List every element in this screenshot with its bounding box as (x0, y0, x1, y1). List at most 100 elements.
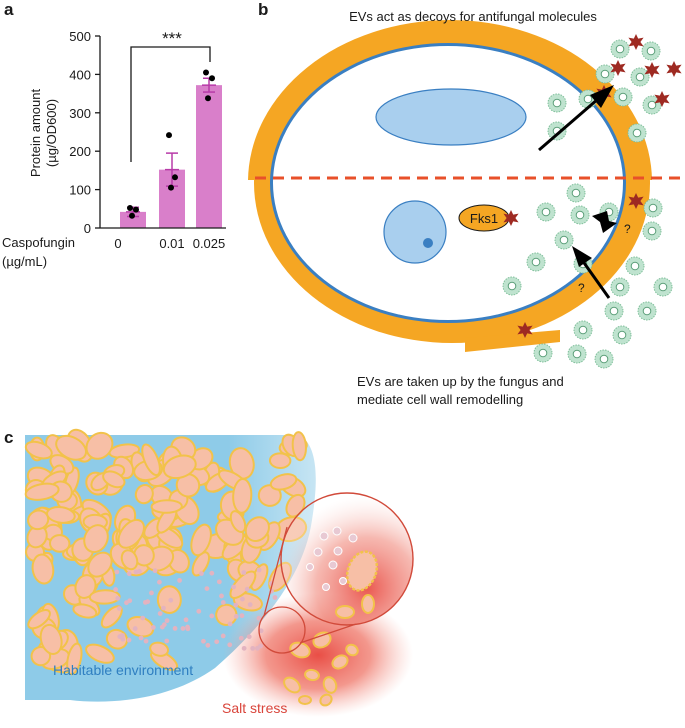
yeast-cell (25, 542, 46, 562)
yeast-cell (191, 551, 211, 577)
yeast-cell (134, 455, 154, 483)
yeast-cell (56, 629, 79, 657)
ev-dot (268, 581, 274, 586)
yeast-cell (85, 431, 114, 460)
yeast-cell (117, 518, 145, 549)
yeast-cell (133, 459, 164, 482)
yeast-cell (205, 471, 231, 493)
ev-dot (196, 608, 202, 614)
yeast-cell (41, 602, 60, 633)
stressed-yeast-cell (345, 643, 359, 657)
ev-dot (239, 613, 245, 619)
yeast-cell (121, 532, 149, 563)
yeast-cell (24, 479, 47, 501)
ev-dot (149, 590, 154, 596)
yeast-cell (91, 512, 112, 541)
ev-dot (168, 597, 174, 603)
yeast-cell (65, 543, 93, 561)
yeast-cell (102, 464, 126, 481)
ev-dot (120, 636, 126, 642)
yeast-cell (64, 466, 80, 496)
yeast-cell (45, 434, 70, 466)
yeast-cell (226, 558, 249, 583)
cell-wall-bottom (254, 180, 650, 352)
yeast-cell (108, 443, 141, 459)
salt-stress-region (223, 593, 413, 717)
bar-0 (120, 211, 146, 228)
yeast-cell (219, 490, 246, 521)
yeast-cell (87, 551, 113, 578)
yeast-cell (240, 533, 263, 564)
data-point (205, 95, 211, 102)
yeast-cell (215, 518, 245, 546)
yeast-cell (105, 628, 129, 650)
ev-dot (209, 613, 215, 619)
bar-0.025 (196, 85, 222, 228)
x-tick-label: 0 (114, 236, 121, 251)
yeast-cell (162, 454, 197, 480)
yeast-cell (114, 504, 137, 533)
yeast-cell (100, 563, 116, 587)
yeast-cell (134, 483, 154, 505)
yeast-cell (150, 499, 183, 514)
yeast-cell (144, 545, 175, 572)
yeast-cell (201, 532, 235, 559)
yeast-cell (26, 466, 57, 492)
yeast-cell (72, 603, 98, 619)
yeast-cell (24, 482, 60, 501)
yeast-cell (218, 469, 248, 492)
yeast-cell (146, 531, 168, 552)
ev-dot (185, 624, 190, 630)
ev-dot (138, 635, 144, 641)
yeast-cell (146, 458, 177, 488)
yeast-cell (285, 493, 306, 518)
zoom-inset-circle (280, 492, 414, 626)
ev-dot (177, 578, 182, 583)
yeast-cell (122, 551, 151, 577)
stressed-yeast-cell (319, 693, 333, 707)
y-axis-title-line1: Protein amount (28, 89, 43, 178)
yeast-cell (150, 649, 179, 671)
ev-dot (205, 642, 211, 648)
caption-bottom-line2: mediate cell wall remodelling (357, 392, 523, 407)
yeast-cell (81, 498, 112, 524)
yeast-cell (49, 454, 75, 475)
ev-dot (241, 645, 247, 651)
yeast-cells-habitable (24, 428, 308, 676)
ev-dot (164, 638, 170, 644)
yeast-cell (278, 437, 308, 456)
yeast-cell (113, 455, 135, 480)
y-tick-label: 200 (69, 144, 91, 159)
ev-dot (126, 637, 132, 643)
yeast-cell (228, 447, 255, 480)
yeast-cell (167, 548, 190, 574)
ev-dot (117, 634, 123, 639)
ev-dot (219, 593, 224, 599)
yeast-cell (81, 560, 105, 588)
yeast-cell (62, 546, 87, 562)
yeast-cell (175, 473, 201, 498)
yeast-cell (257, 484, 282, 507)
ev-dot (269, 588, 274, 594)
arrow-uptake-icon (572, 246, 611, 299)
ev-dot (185, 626, 191, 632)
ev-dot (114, 569, 120, 575)
yeast-cell (36, 520, 60, 551)
question-mark-uptake: ? (578, 281, 585, 295)
yeast-cell (70, 504, 100, 520)
yeast-cell (63, 584, 85, 606)
yeast-cell (79, 507, 104, 535)
ev-dot (142, 599, 148, 605)
nucleolus (423, 238, 433, 248)
yeast-cell (117, 450, 142, 475)
y-tick-label: 0 (84, 221, 91, 236)
yeast-cell (167, 507, 198, 528)
ev-dot (157, 611, 163, 616)
ev-dot (255, 645, 260, 651)
yeast-cell (78, 593, 101, 617)
ev-dot (133, 569, 139, 575)
yeast-cell (109, 542, 136, 570)
ev-dot (201, 638, 206, 644)
yeast-cell (150, 484, 175, 509)
ev-diagram: Fks1 (248, 9, 685, 407)
